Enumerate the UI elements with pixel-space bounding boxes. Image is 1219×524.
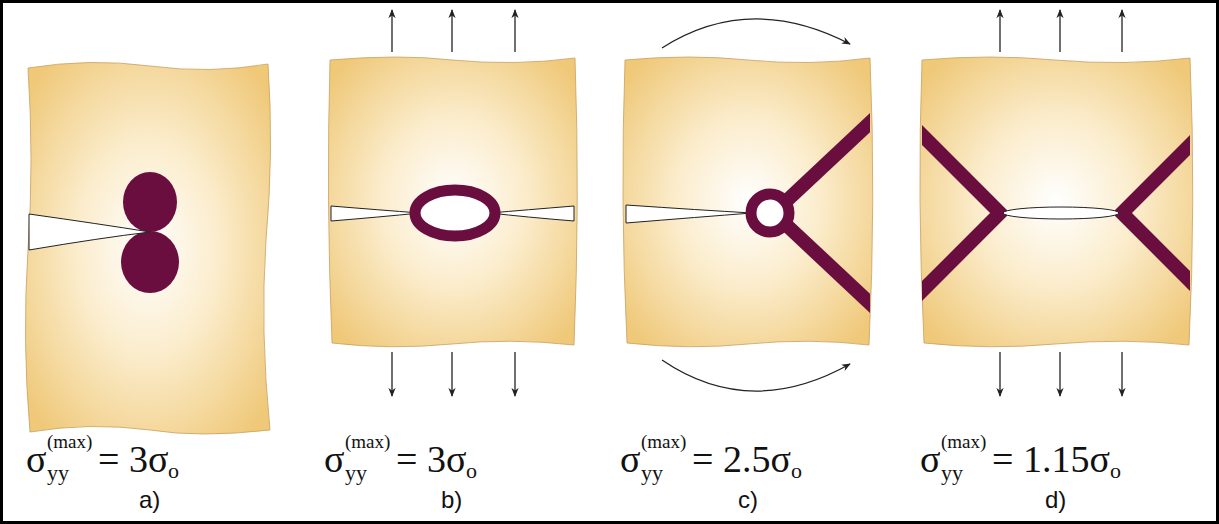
plastic-hinge xyxy=(922,128,1190,298)
superscript: (max) xyxy=(941,432,986,451)
crack xyxy=(490,206,574,221)
panel-letter: c) xyxy=(738,488,758,512)
panel-letter: d) xyxy=(1045,488,1066,512)
subscript: yy xyxy=(47,462,69,484)
panel-letter: a) xyxy=(139,488,160,512)
plate xyxy=(25,62,270,434)
formula-value: = 2.5σ xyxy=(692,440,791,478)
subscript: yy xyxy=(941,462,963,484)
tension-arrows xyxy=(392,10,515,396)
superscript: (max) xyxy=(345,432,390,451)
crack xyxy=(1003,207,1119,219)
subscript: o xyxy=(466,460,477,482)
formula-symbol: σ xyxy=(26,440,46,478)
plate xyxy=(328,57,577,347)
bending-arrows xyxy=(662,19,850,391)
panel-letter: b) xyxy=(441,488,462,512)
formula-symbol: σ xyxy=(620,440,640,478)
formula-value: = 1.15σ xyxy=(992,440,1110,478)
formula-value: = 3σ xyxy=(396,440,466,478)
plastic-zone xyxy=(415,190,495,236)
superscript: (max) xyxy=(47,432,92,451)
crack xyxy=(626,205,752,223)
tension-arrows xyxy=(1000,10,1122,396)
formula-value: = 3σ xyxy=(98,440,168,478)
plate xyxy=(920,57,1193,347)
subscript: yy xyxy=(641,462,663,484)
subscript: o xyxy=(168,460,179,482)
plastic-zone xyxy=(123,172,177,232)
crack xyxy=(331,206,420,221)
formula-symbol: σ xyxy=(324,440,344,478)
formula-symbol: σ xyxy=(920,440,940,478)
superscript: (max) xyxy=(641,432,686,451)
plastic-zone xyxy=(121,231,179,293)
plate xyxy=(623,57,873,347)
plastic-zone xyxy=(751,194,789,232)
subscript: o xyxy=(791,460,802,482)
subscript: o xyxy=(1110,460,1121,482)
subscript: yy xyxy=(345,462,367,484)
crack xyxy=(29,214,150,250)
